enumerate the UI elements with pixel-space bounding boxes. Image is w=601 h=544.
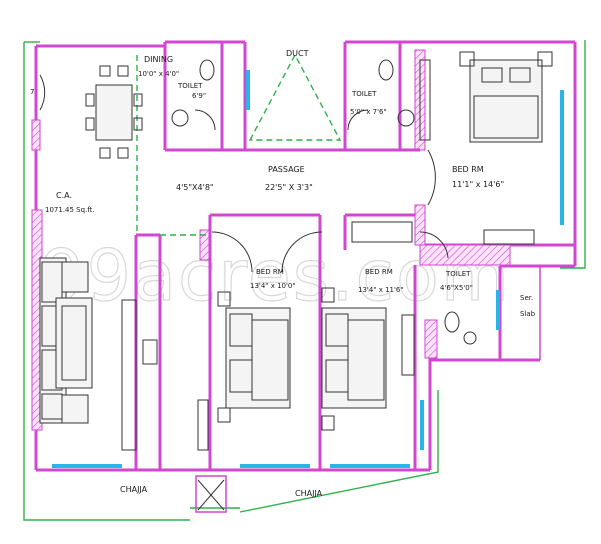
room-labels: 7 DINING 10'0" x 4'0" TOILET 6'9" DUCT T… xyxy=(30,49,536,498)
bed-middle xyxy=(217,291,291,423)
bed-top-right xyxy=(419,51,553,245)
toilet-right-name: TOILET xyxy=(351,90,377,98)
chajja-left-label: CHAJJA xyxy=(120,485,148,494)
carpet-area-size: 1071.45 Sq.ft. xyxy=(45,206,95,214)
dining-name: DINING xyxy=(144,55,173,64)
toilet-left-name: TOILET xyxy=(177,82,203,90)
site-outline xyxy=(23,40,586,521)
passage-markers xyxy=(136,53,342,236)
dining-size: 10'0" x 4'0" xyxy=(138,70,179,78)
bed-right-name: BED RM xyxy=(365,268,393,276)
bed-top-right-name: BED RM xyxy=(452,165,484,174)
toilet-right-size: 5'0" x 7'6" xyxy=(350,108,387,116)
passage-side-size: 4'5"X4'8" xyxy=(176,183,214,192)
kitchen-counter xyxy=(121,299,209,451)
bed-right-size: 13'4" x 11'6" xyxy=(358,286,404,294)
toilet-small-size: 4'6"X5'0" xyxy=(440,284,473,292)
windows xyxy=(52,70,564,468)
chajja-right-label: CHAJJA xyxy=(295,489,323,498)
toilet-small-name: TOILET xyxy=(445,270,471,278)
bed-mid-name: BED RM xyxy=(256,268,284,276)
toilet-left-size: 6'9" xyxy=(192,92,206,100)
toilet-fixtures xyxy=(171,59,477,345)
carpet-area-name: C.A. xyxy=(56,191,72,200)
bed-right xyxy=(321,221,415,431)
service-slab-line1: Ser. xyxy=(520,294,533,302)
duct-name: DUCT xyxy=(286,49,309,58)
shaft-marker xyxy=(195,475,227,513)
service-slab-line2: Slab xyxy=(520,310,536,318)
bed-mid-size: 13'4" x 10'0" xyxy=(250,282,296,290)
sofa-set xyxy=(39,257,93,424)
dining-table xyxy=(85,65,143,159)
bed-top-right-size: 11'1" x 14'6" xyxy=(452,180,504,189)
passage-name: PASSAGE xyxy=(268,165,305,174)
passage-size: 22'5" X 3'3" xyxy=(265,183,313,192)
entry-number: 7 xyxy=(30,88,34,96)
interior-walls xyxy=(134,42,541,470)
door-swings xyxy=(39,74,449,273)
